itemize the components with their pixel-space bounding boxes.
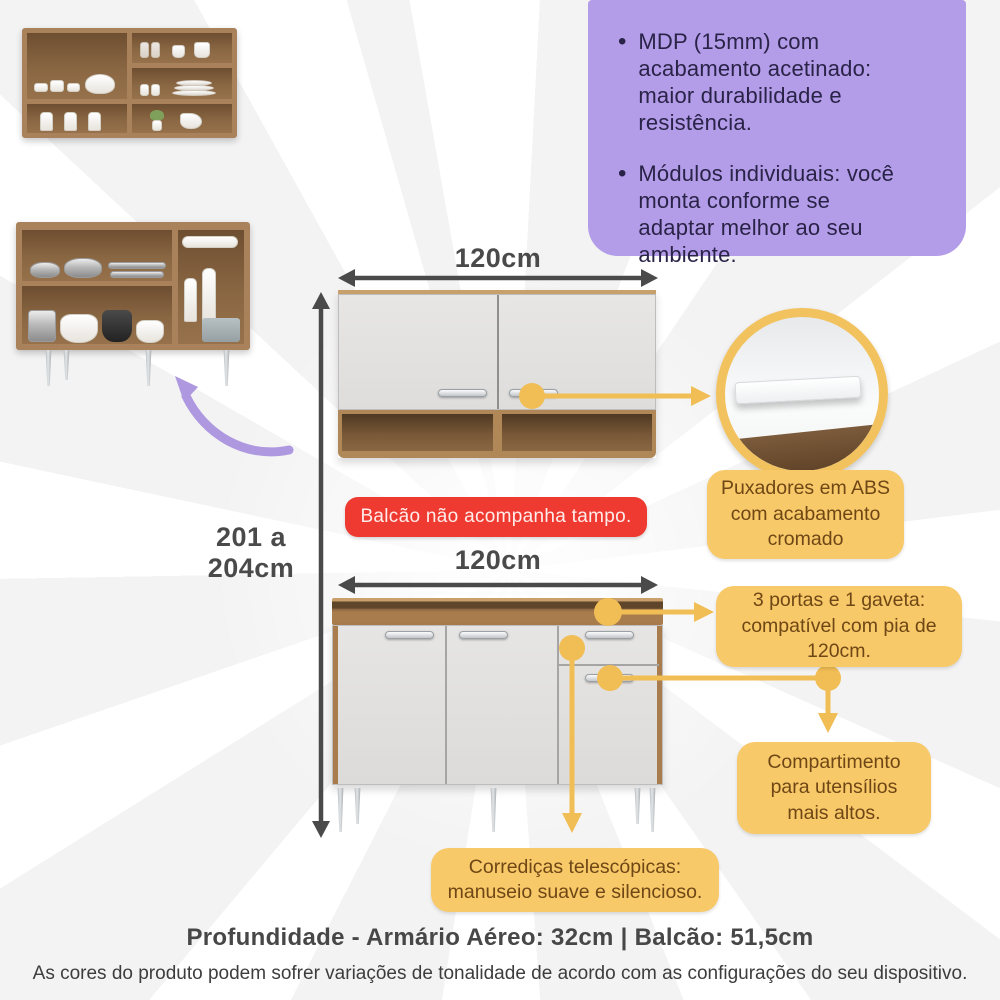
mug-icon bbox=[194, 42, 210, 58]
teacup-stack-icon bbox=[34, 83, 48, 92]
cabinet-leg bbox=[634, 788, 641, 824]
canister-icon bbox=[40, 112, 53, 131]
jar-icon bbox=[151, 84, 160, 96]
cabinet-top-edge bbox=[338, 290, 656, 294]
wall-cabinet-photo bbox=[22, 28, 237, 138]
base-cabinet-diagram bbox=[332, 598, 663, 788]
aereo-width-label: 120cm bbox=[454, 243, 542, 273]
cabinet-body bbox=[332, 625, 663, 785]
bottle-icon bbox=[184, 278, 197, 322]
wall-cabinet-diagram bbox=[338, 290, 656, 458]
towel-rail-icon bbox=[182, 236, 238, 248]
tray-stack-icon bbox=[108, 262, 166, 269]
cabinet-doors bbox=[338, 294, 656, 410]
door-handle bbox=[385, 631, 434, 639]
cabinet-leg bbox=[354, 788, 361, 824]
plant-pot-icon bbox=[152, 120, 162, 131]
cabinet-leg bbox=[490, 788, 497, 832]
wood-side-edge bbox=[657, 626, 662, 784]
glass-icon bbox=[151, 42, 160, 58]
callout-corredicas: Corrediças telescópicas: manuseio suave … bbox=[431, 848, 719, 912]
depth-note: Profundidade - Armário Aéreo: 32cm | Bal… bbox=[186, 924, 814, 951]
door-divider bbox=[557, 626, 559, 784]
teacup-stack-icon bbox=[67, 83, 80, 92]
feature-item: • MDP (15mm) com acabamento acetinado: m… bbox=[618, 28, 942, 136]
feature-item: • Módulos individuais: você monta confor… bbox=[618, 160, 942, 268]
canister-icon bbox=[64, 112, 77, 131]
pan-icon bbox=[64, 258, 102, 278]
callout-compartimento: Compartimento para utensílios mais altos… bbox=[737, 742, 931, 834]
tray-stack-icon bbox=[110, 271, 164, 278]
abs-handle-detail bbox=[734, 375, 862, 405]
white-pot-icon bbox=[60, 314, 98, 343]
open-top-rim bbox=[332, 598, 663, 625]
cabinet-leg bbox=[649, 788, 656, 832]
door-handle bbox=[585, 674, 634, 682]
stockpot-icon bbox=[28, 310, 56, 342]
bowl-icon bbox=[180, 113, 202, 129]
handle-zoom-circle bbox=[716, 308, 888, 480]
mug-icon bbox=[172, 45, 185, 58]
cabinet-leg bbox=[223, 350, 230, 386]
features-panel: • MDP (15mm) com acabamento acetinado: m… bbox=[588, 0, 966, 267]
cabinet-leg bbox=[145, 350, 152, 386]
tall-bottle-icon bbox=[202, 268, 216, 322]
door-divider bbox=[497, 295, 499, 409]
small-pot-icon bbox=[136, 320, 164, 343]
glass-icon bbox=[140, 42, 149, 58]
plate-stack-icon bbox=[176, 80, 212, 86]
jar-icon bbox=[140, 84, 149, 96]
feature-text: Módulos individuais: você monta conforme… bbox=[638, 161, 895, 267]
niche-divider bbox=[493, 410, 502, 458]
teapot-icon bbox=[85, 74, 115, 94]
base-cabinet-photo bbox=[16, 222, 250, 386]
canister-icon bbox=[88, 112, 101, 131]
teacup-stack-icon bbox=[50, 80, 64, 92]
door-handle bbox=[509, 389, 558, 397]
drawer-divider bbox=[559, 664, 659, 666]
plant-icon bbox=[150, 110, 164, 120]
height-line2: 204cm bbox=[207, 553, 295, 583]
cabinet-leg bbox=[63, 350, 70, 380]
balcao-width-arrow bbox=[338, 576, 658, 594]
door-divider bbox=[445, 626, 447, 784]
height-label: 201 a 204cm bbox=[196, 522, 306, 584]
wood-side-edge bbox=[333, 626, 338, 784]
door-handle bbox=[438, 389, 487, 397]
bullet-icon: • bbox=[618, 28, 627, 55]
balcao-width-label: 120cm bbox=[454, 545, 542, 575]
purple-curved-arrow-icon bbox=[175, 376, 294, 457]
drawer-handle bbox=[585, 631, 634, 639]
no-countertop-banner: Balcão não acompanha tampo. bbox=[345, 497, 647, 537]
callout-portas-gaveta: 3 portas e 1 gaveta: compatível com pia … bbox=[716, 586, 962, 667]
color-disclaimer: As cores do produto podem sofrer variaçõ… bbox=[32, 963, 968, 984]
box-icon bbox=[202, 318, 240, 342]
open-shelf-niche bbox=[338, 410, 656, 458]
pan-icon bbox=[30, 262, 60, 278]
bullet-icon: • bbox=[618, 160, 627, 187]
cabinet-leg bbox=[337, 788, 344, 832]
door-handle bbox=[459, 631, 508, 639]
cabinet-leg bbox=[45, 350, 52, 386]
height-arrow bbox=[312, 292, 330, 838]
black-pot-icon bbox=[102, 310, 132, 342]
feature-text: MDP (15mm) com acabamento acetinado: mai… bbox=[638, 29, 872, 135]
callout-puxadores: Puxadores em ABS com acabamento cromado bbox=[707, 470, 904, 559]
height-line1: 201 a bbox=[215, 522, 287, 552]
